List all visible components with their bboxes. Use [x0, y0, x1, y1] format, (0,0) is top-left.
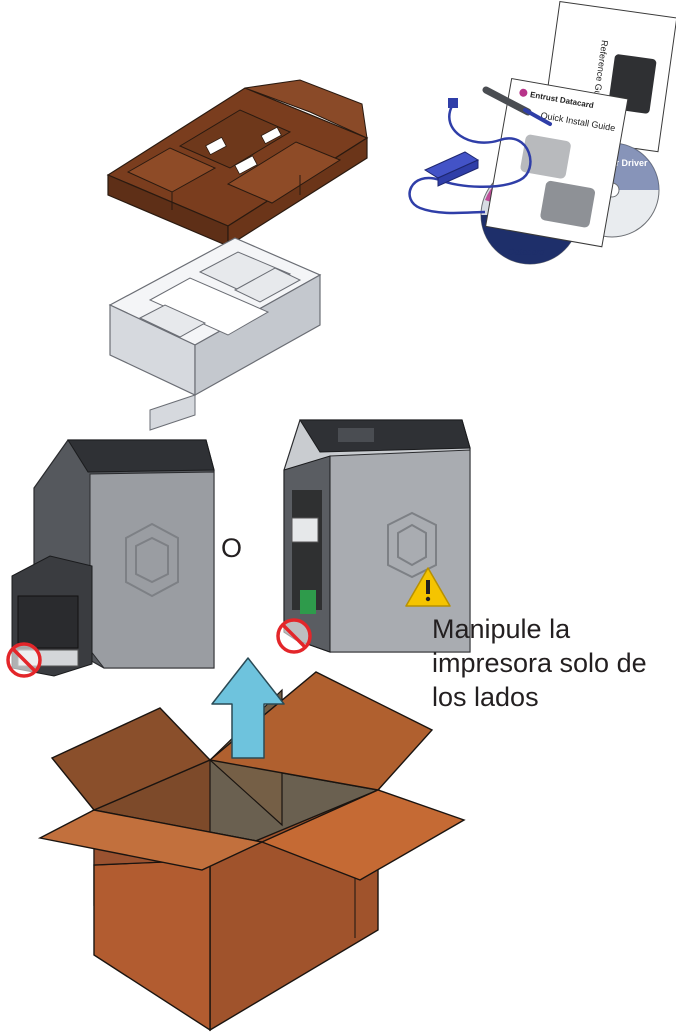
caption-line: los lados	[432, 682, 539, 712]
printer-cd800	[11, 439, 215, 677]
or-label: O	[221, 533, 243, 563]
hex-logo	[387, 511, 437, 579]
no-touch-icon-left	[6, 642, 42, 678]
svg-text:Printer Driver: Printer Driver	[590, 158, 648, 168]
caption-line: impresora solo de	[432, 648, 647, 678]
shipping-box	[37, 671, 466, 1032]
warning-icon	[405, 567, 451, 607]
power-supply	[408, 98, 532, 215]
no-touch-icon-right	[276, 618, 312, 654]
handling-caption: Manipule la impresora solo de los lados	[432, 612, 672, 714]
quick-install-guide: Entrust Datacard Quick Install Guide	[485, 77, 629, 248]
caption-line: Manipule la	[432, 614, 571, 644]
accessories: Reference Guide Printer Driver Datacard …	[408, 0, 676, 265]
svg-text:Datacard: Datacard	[508, 247, 546, 257]
hex-logo	[125, 522, 179, 598]
cardboard-insert	[106, 79, 369, 248]
cleaning-pen	[482, 86, 552, 126]
foam-insert	[108, 237, 322, 431]
lift-up-arrow	[211, 657, 285, 759]
